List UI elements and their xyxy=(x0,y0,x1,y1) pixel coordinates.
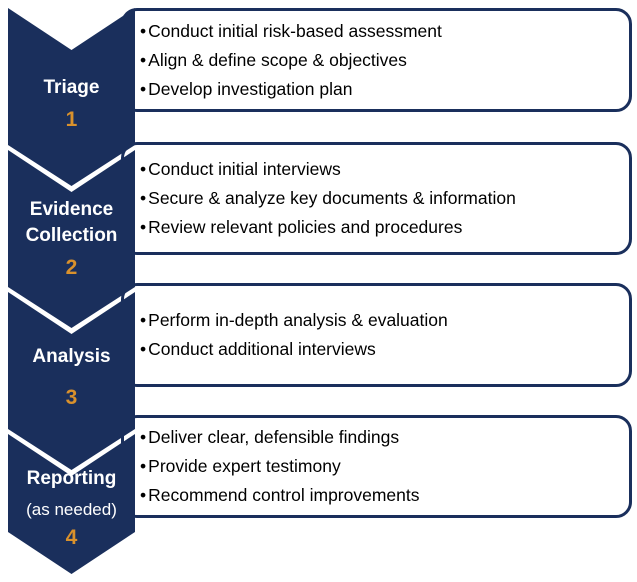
chevron-down-arrow-shape xyxy=(8,150,135,328)
stage-details-box: Deliver clear, defensible findings Provi… xyxy=(121,415,632,518)
stage-number: 2 xyxy=(65,256,78,279)
stage-sublabel: (as needed) xyxy=(26,500,117,519)
stage-details-box: Perform in-depth analysis & evaluation C… xyxy=(121,283,632,387)
chevron-down-arrow-shape xyxy=(8,434,135,574)
stage-label: Analysis xyxy=(32,346,111,367)
stage-details-box: Conduct initial interviews Secure & anal… xyxy=(121,142,632,255)
bullet-item: Conduct initial interviews xyxy=(140,155,619,184)
bullet-item: Perform in-depth analysis & evaluation xyxy=(140,306,619,335)
stage-label: Evidence Collection xyxy=(25,199,118,246)
bullet-item: Conduct initial risk-based assessment xyxy=(140,17,619,46)
bullet-item: Develop investigation plan xyxy=(140,75,619,104)
bullet-item: Align & define scope & objectives xyxy=(140,46,619,75)
stage-number: 3 xyxy=(65,386,78,409)
chevron-down-arrow-shape xyxy=(8,8,135,186)
bullet-item: Secure & analyze key documents & informa… xyxy=(140,184,619,213)
bullet-item: Deliver clear, defensible findings xyxy=(140,423,619,452)
stage-number: 4 xyxy=(65,526,78,549)
stage-number: 1 xyxy=(65,108,78,131)
bullet-item: Provide expert testimony xyxy=(140,452,619,481)
bullet-item: Review relevant policies and procedures xyxy=(140,213,619,242)
chevron-down-arrow-shape xyxy=(8,292,135,470)
bullet-item: Recommend control improvements xyxy=(140,481,619,510)
stage-details-box: Conduct initial risk-based assessment Al… xyxy=(121,8,632,112)
stage-label: Reporting xyxy=(26,468,117,489)
bullet-item: Conduct additional interviews xyxy=(140,335,619,364)
stage-label: Triage xyxy=(43,77,100,98)
